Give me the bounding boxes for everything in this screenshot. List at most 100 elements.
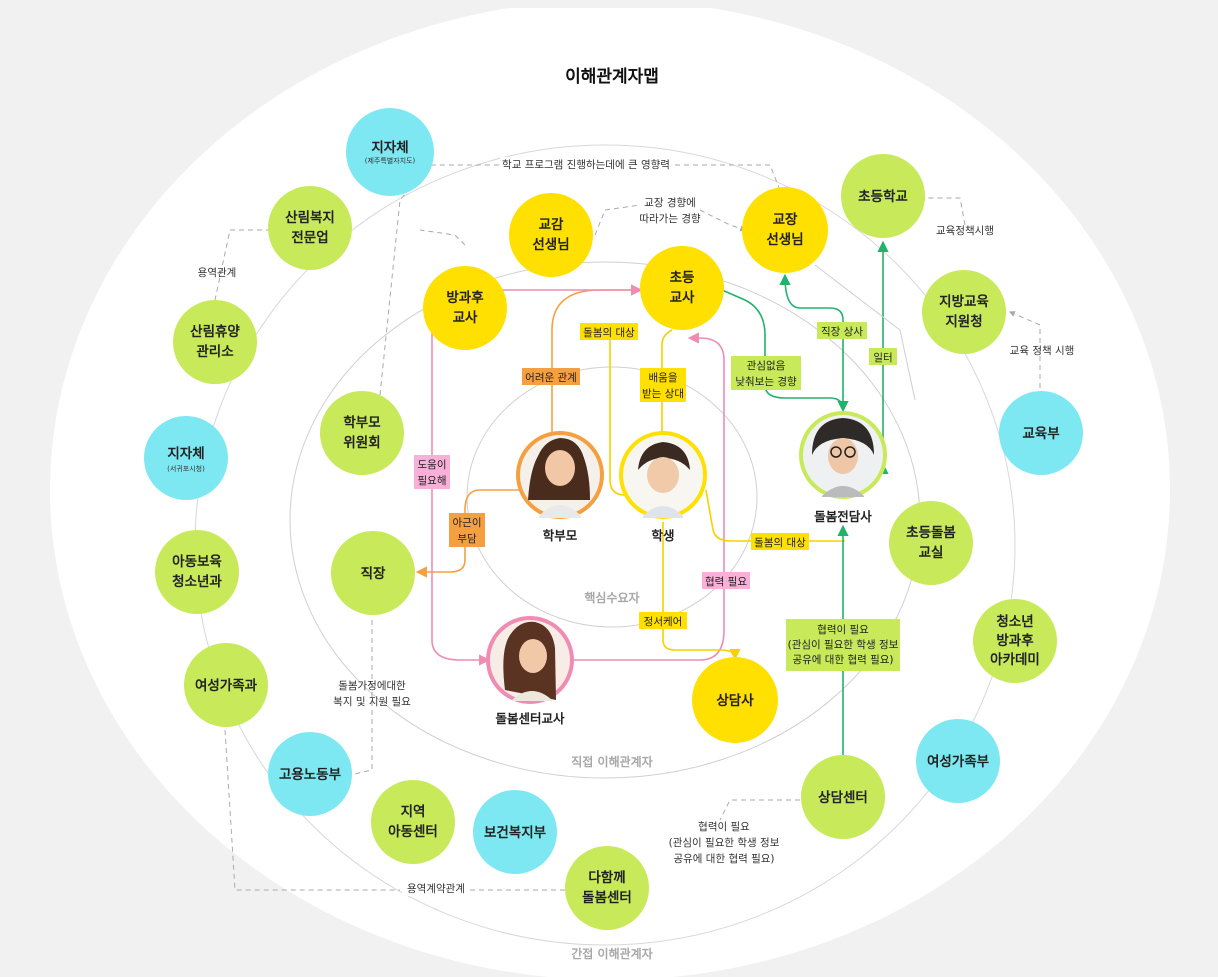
svg-text:교육부: 교육부 (1022, 426, 1060, 442)
node-forest-welfare: 산림복지 전문업 (268, 186, 352, 270)
note-edu-policy: 교육정책시행 (936, 225, 994, 237)
svg-text:산림복지: 산림복지 (285, 209, 335, 226)
note-principal-tendency-1: 교장 경향에 (644, 196, 696, 209)
svg-text:일터: 일터 (873, 351, 892, 364)
student-to-counselor-line (662, 522, 741, 661)
node-counselor: 상담사 (692, 657, 778, 743)
node-care-class: 초등돌봄 교실 (889, 501, 973, 585)
svg-text:전문업: 전문업 (291, 229, 328, 246)
help-to-care-teacher-line (431, 460, 491, 666)
node-local-child-center: 지역 아동센터 (371, 780, 455, 864)
svg-text:청소년: 청소년 (996, 614, 1033, 630)
node-pta: 학부모 위원회 (320, 391, 404, 475)
svg-text:(서귀포시청): (서귀포시청) (167, 464, 205, 473)
node-child-youth: 아동보육 청소년과 (155, 530, 239, 614)
svg-text:초등돌봄: 초등돌봄 (906, 525, 956, 541)
svg-text:학부모: 학부모 (343, 415, 381, 431)
tag-care-target-1: 돌봄의 대상 (580, 323, 638, 340)
tag-workplace: 일터 (869, 348, 897, 365)
svg-text:교사: 교사 (453, 310, 478, 326)
label-care-center-teacher: 돌봄센터교사 (495, 711, 565, 726)
svg-text:공유에 대한 협력 필요): 공유에 대한 협력 필요) (792, 653, 893, 666)
note-edu-policy-2: 교육 정책 시행 (1010, 345, 1075, 357)
note-cooperation-3: 공유에 대한 협력 필요) (673, 852, 774, 865)
svg-text:선생님: 선생님 (532, 237, 569, 253)
svg-text:교사: 교사 (670, 290, 695, 306)
svg-text:다함께: 다함께 (588, 869, 625, 886)
svg-text:초등학교: 초등학교 (858, 189, 908, 205)
svg-text:산림휴양: 산림휴양 (190, 323, 240, 340)
specialist-to-principal-line (779, 273, 844, 410)
tag-need-help: 도움이 필요해 (414, 455, 450, 489)
avatar-student (619, 431, 707, 519)
svg-text:교감: 교감 (539, 216, 564, 233)
tag-coop-box: 협력이 필요 (관심이 필요한 학생 정보 공유에 대한 협력 필요) (786, 619, 900, 671)
tag-need-coop: 협력 필요 (702, 572, 750, 589)
node-vice-principal: 교감 선생님 (509, 193, 593, 277)
node-elementary-school: 초등학교 (841, 154, 925, 238)
node-dahamkke-center: 다함께 돌봄센터 (565, 846, 649, 930)
svg-text:선생님: 선생님 (766, 232, 803, 248)
note-care-family-1: 돌봄가정에대한 (338, 680, 406, 692)
label-student: 학생 (651, 528, 674, 543)
node-elementary-teacher: 초등 교사 (640, 246, 724, 330)
tag-care-target-2: 돌봄의 대상 (751, 533, 809, 550)
tag-commute-burden: 아근이 부담 (449, 513, 485, 547)
svg-text:정서케어: 정서케어 (644, 616, 683, 628)
svg-text:여성가족과: 여성가족과 (195, 677, 258, 694)
note-care-family-2: 복지 및 지원 필요 (333, 696, 411, 708)
node-health-ministry: 보건복지부 (473, 790, 557, 874)
svg-text:직장: 직장 (361, 565, 386, 582)
svg-text:지자체: 지자체 (371, 140, 408, 156)
node-women-family-ministry: 여성가족부 (916, 719, 1000, 803)
node-forest-rest: 산림휴양 관리소 (173, 300, 257, 384)
note-cooperation-2: (관심이 필요한 학생 정보 (669, 837, 780, 849)
direct-ring-label: 직접 이해관계자 (571, 754, 652, 769)
svg-text:아카데미: 아카데미 (990, 651, 1040, 668)
avatar-care-center-teacher (486, 616, 574, 704)
svg-text:낮춰보는 경향: 낮춰보는 경향 (735, 375, 797, 388)
avatar-care-specialist (799, 411, 887, 499)
indirect-ring-label: 간접 이해관계자 (571, 946, 652, 961)
svg-text:받는 상대: 받는 상대 (642, 388, 684, 400)
svg-text:(관심이 필요한 학생 정보: (관심이 필요한 학생 정보 (788, 639, 899, 651)
student-to-teacher-line (661, 329, 673, 432)
core-ring-label: 핵심수요자 (584, 590, 639, 605)
svg-text:직장 상사: 직장 상사 (821, 326, 863, 338)
svg-text:교장: 교장 (773, 211, 798, 228)
svg-text:배움을: 배움을 (649, 372, 678, 384)
tag-difficult-relation: 어려운 관계 (522, 368, 580, 385)
svg-text:관심없음: 관심없음 (747, 359, 786, 372)
svg-text:상담센터: 상담센터 (818, 789, 868, 806)
svg-text:아동센터: 아동센터 (388, 823, 438, 840)
svg-text:방과후: 방과후 (446, 289, 484, 306)
svg-text:고용노동부: 고용노동부 (279, 767, 342, 783)
node-jeju-gov: 지자체 (제주특별자치도) (346, 108, 434, 196)
svg-text:협력 필요: 협력 필요 (705, 575, 747, 588)
svg-text:지원청: 지원청 (945, 314, 982, 330)
tag-boss: 직장 상사 (817, 322, 867, 339)
node-youth-academy: 청소년 방과후 아카데미 (973, 599, 1057, 683)
node-workplace: 직장 (331, 531, 415, 615)
svg-text:필요해: 필요해 (418, 474, 447, 487)
label-care-specialist: 돌봄전담사 (814, 509, 872, 524)
indirect-ring (50, 0, 1170, 977)
svg-text:초등: 초등 (670, 270, 695, 286)
teacher-to-specialist-line (721, 289, 849, 413)
tag-indifferent: 관심없음 낮춰보는 경향 (731, 356, 801, 390)
svg-text:보건복지부: 보건복지부 (484, 824, 547, 841)
note-service-contract: 용역계약관계 (407, 883, 465, 895)
svg-text:아동보육: 아동보육 (172, 553, 222, 570)
note-service-relation: 용역관계 (198, 267, 237, 279)
svg-text:위원회: 위원회 (343, 435, 380, 451)
node-education-ministry: 교육부 (999, 391, 1083, 475)
node-principal: 교장 선생님 (742, 187, 828, 273)
svg-text:상담사: 상담사 (716, 692, 754, 709)
svg-text:지방교육: 지방교육 (939, 293, 989, 310)
svg-text:방과후: 방과후 (996, 632, 1034, 649)
node-afterschool-teacher: 방과후 교사 (423, 266, 507, 350)
svg-text:청소년과: 청소년과 (172, 574, 222, 590)
svg-text:도움이: 도움이 (418, 459, 447, 471)
svg-text:여성가족부: 여성가족부 (927, 753, 990, 770)
